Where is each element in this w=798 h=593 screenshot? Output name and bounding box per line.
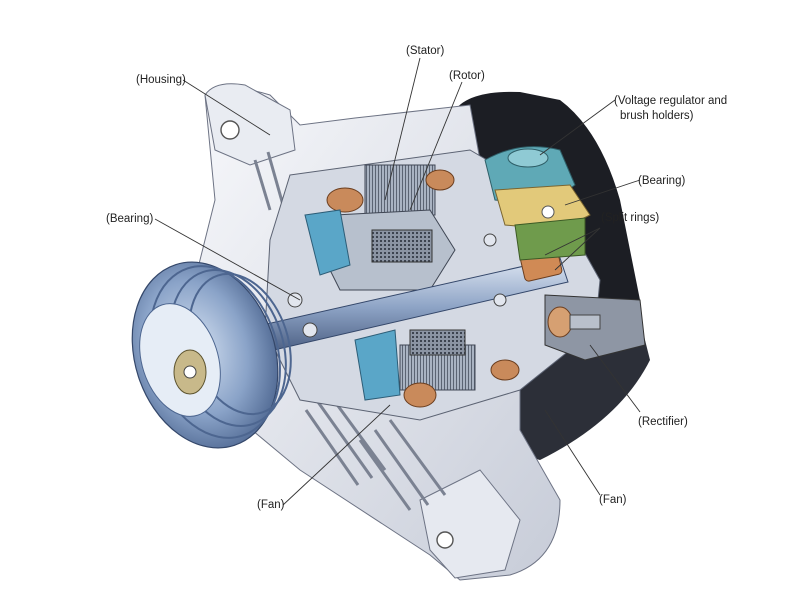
label-bearing-rear: (Bearing)	[638, 175, 686, 187]
rectifier	[544, 294, 646, 361]
front-bearing-shield	[304, 209, 351, 276]
label-voltage-regulator-line2: brush holders)	[620, 110, 694, 122]
label-fan-rear: (Fan)	[599, 494, 627, 506]
label-rectifier: (Rectifier)	[638, 416, 688, 428]
label-rotor: (Rotor)	[449, 70, 485, 82]
label-voltage-regulator-line1: (Voltage regulator and	[614, 95, 728, 107]
voltage-regulator-assembly	[484, 146, 591, 261]
pulley	[131, 261, 292, 449]
rotor-winding	[371, 229, 433, 263]
stator-windings	[326, 169, 520, 408]
label-housing: (Housing)	[136, 74, 186, 86]
stator-core-top	[364, 164, 436, 216]
rotor-shaft	[239, 233, 569, 357]
leader-lines	[154, 57, 641, 506]
brush-holder	[514, 217, 586, 261]
label-fan-front: (Fan)	[257, 499, 285, 511]
label-bearing-front: (Bearing)	[106, 213, 154, 225]
label-split-rings: (Split rings)	[601, 212, 660, 224]
label-stator: (Stator)	[406, 45, 445, 57]
